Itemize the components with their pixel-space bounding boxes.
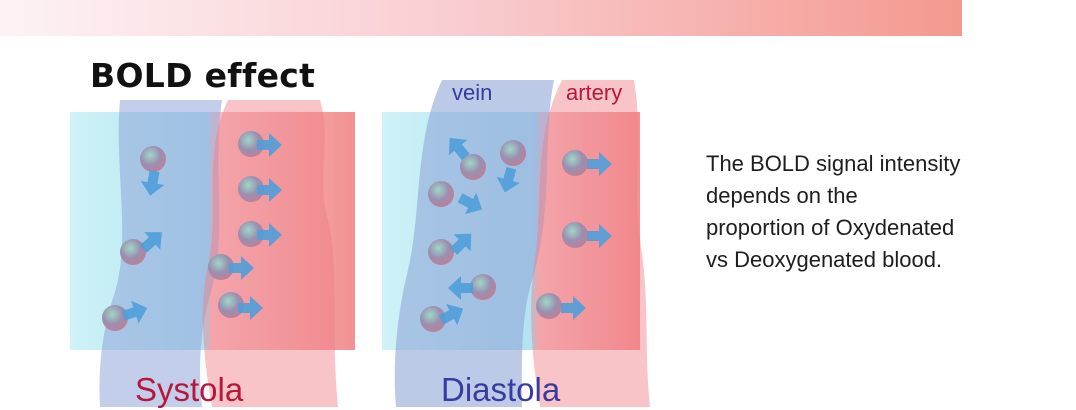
description-line: The BOLD signal intensity (706, 148, 1076, 180)
blood-cell (536, 293, 562, 319)
description-line: proportion of Oxydenated (706, 212, 1076, 244)
artery-label: artery (566, 80, 622, 106)
artery-vessel (531, 80, 650, 407)
diastola-diagram (382, 80, 667, 407)
description-text: The BOLD signal intensity depends on the… (706, 148, 1076, 276)
description-line: vs Deoxygenated blood. (706, 244, 1076, 276)
blood-cell (562, 150, 588, 176)
diastola-caption: Diastola (441, 370, 560, 410)
blood-cell (120, 239, 146, 265)
blood-cell (102, 305, 128, 331)
header-banner (0, 0, 962, 36)
blood-cell (428, 181, 454, 207)
vein-label: vein (452, 80, 492, 106)
systola-caption: Systola (135, 370, 243, 410)
description-line: depends on the (706, 180, 1076, 212)
blood-cell (470, 274, 496, 300)
blood-cell (500, 140, 526, 166)
blood-cell (428, 239, 454, 265)
blood-cell (140, 146, 166, 172)
systola-diagram (70, 80, 355, 407)
blood-cell (562, 222, 588, 248)
